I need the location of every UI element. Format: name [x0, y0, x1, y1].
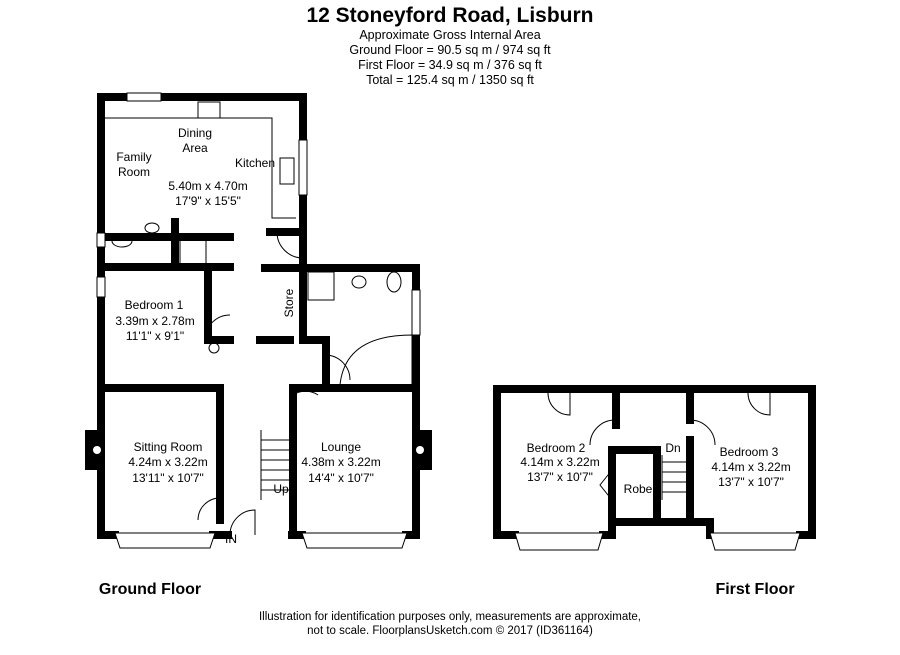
first-floor-walls [493, 385, 816, 539]
door [747, 392, 771, 416]
bedroom2-dims-metric: 4.14m x 3.22m [520, 455, 599, 469]
shower-icon [179, 235, 207, 265]
door [204, 314, 231, 341]
kitchen-dims-imperial: 17'9" x 15'5" [175, 194, 241, 208]
ground-floor-fixtures [85, 92, 432, 549]
sink-icon [279, 157, 295, 185]
lounge-label: Lounge [321, 440, 361, 454]
door [547, 392, 571, 416]
disclaimer-line-2: not to scale. FloorplansUsketch.com © 20… [307, 625, 593, 637]
entrance-label: IN [225, 532, 237, 546]
bedroom2-dims-imperial: 13'7" x 10'7" [527, 470, 593, 484]
first-floor-label: First Floor [715, 581, 794, 598]
toilet-icon [386, 271, 402, 293]
lounge-dims-imperial: 14'4" x 10'7" [308, 471, 374, 485]
window [96, 232, 106, 248]
stairs-down-label: Dn [665, 441, 680, 455]
stairs [260, 430, 293, 500]
disclaimer-line-1: Illustration for identification purposes… [258, 611, 642, 623]
bedroom2-label: Bedroom 2 [527, 441, 586, 455]
ground-floor-area: Ground Floor = 90.5 sq m / 974 sq ft [349, 43, 551, 57]
first-floor-area: First Floor = 34.9 sq m / 376 sq ft [358, 58, 542, 72]
hob-icon [197, 101, 221, 119]
basin-icon [144, 222, 160, 234]
bedroom3-dims-imperial: 13'7" x 10'7" [718, 475, 784, 489]
door [589, 419, 617, 446]
dining-label: Dining [178, 126, 212, 140]
window [298, 139, 308, 196]
kitchen-label: Kitchen [235, 156, 275, 170]
bath-icon [339, 334, 413, 386]
lounge-dims-metric: 4.38m x 3.22m [301, 455, 380, 469]
area-subtitle: Approximate Gross Internal Area [359, 28, 541, 42]
door [197, 497, 221, 521]
ground-floor-walls [97, 93, 420, 539]
bedroom3-label: Bedroom 3 [720, 445, 779, 459]
basin-icon [351, 275, 367, 289]
dining-label-2: Area [182, 141, 208, 155]
front-door [229, 509, 256, 536]
stairs-up-label: Up [273, 482, 289, 496]
bay-window [514, 532, 604, 551]
robe-label: Robe [624, 482, 653, 496]
kitchen-dims-metric: 5.40m x 4.70m [168, 179, 247, 193]
door [292, 390, 319, 396]
bay-window [114, 532, 216, 549]
family-room-label: Family [116, 150, 151, 164]
shower-icon [307, 271, 335, 301]
total-area: Total = 125.4 sq m / 1350 sq ft [366, 73, 534, 87]
bay-window [301, 532, 408, 549]
bedroom1-label: Bedroom 1 [125, 298, 184, 312]
bedroom1-dims-imperial: 11'1" x 9'1" [126, 329, 184, 343]
first-floor-fixtures [514, 392, 801, 551]
ground-floor-labels: Dining Area Family Room Kitchen 5.40m x … [99, 126, 381, 598]
stairs [661, 455, 688, 500]
bedroom3-dims-metric: 4.14m x 3.22m [711, 460, 790, 474]
property-title: 12 Stoneyford Road, Lisburn [306, 4, 594, 27]
bedroom1-dims-metric: 3.39m x 2.78m [115, 314, 194, 328]
window [96, 276, 106, 298]
disclaimer: Illustration for identification purposes… [0, 610, 900, 638]
toilet-icon [111, 234, 133, 248]
sitting-room-dims-imperial: 13'11" x 10'7" [132, 471, 204, 485]
window [411, 289, 421, 336]
door [276, 231, 304, 259]
door [325, 354, 351, 381]
meter-icon [208, 342, 220, 354]
window [126, 92, 162, 102]
door [689, 419, 716, 446]
first-floor-labels: Bedroom 2 4.14m x 3.22m 13'7" x 10'7" Be… [520, 441, 794, 598]
robe-door [599, 469, 613, 501]
family-room-label-2: Room [118, 165, 150, 179]
sitting-room-label: Sitting Room [134, 440, 203, 454]
ground-floor-label: Ground Floor [99, 581, 201, 598]
bay-window [709, 532, 801, 551]
store-label: Store [282, 288, 296, 317]
sitting-room-dims-metric: 4.24m x 3.22m [128, 455, 207, 469]
